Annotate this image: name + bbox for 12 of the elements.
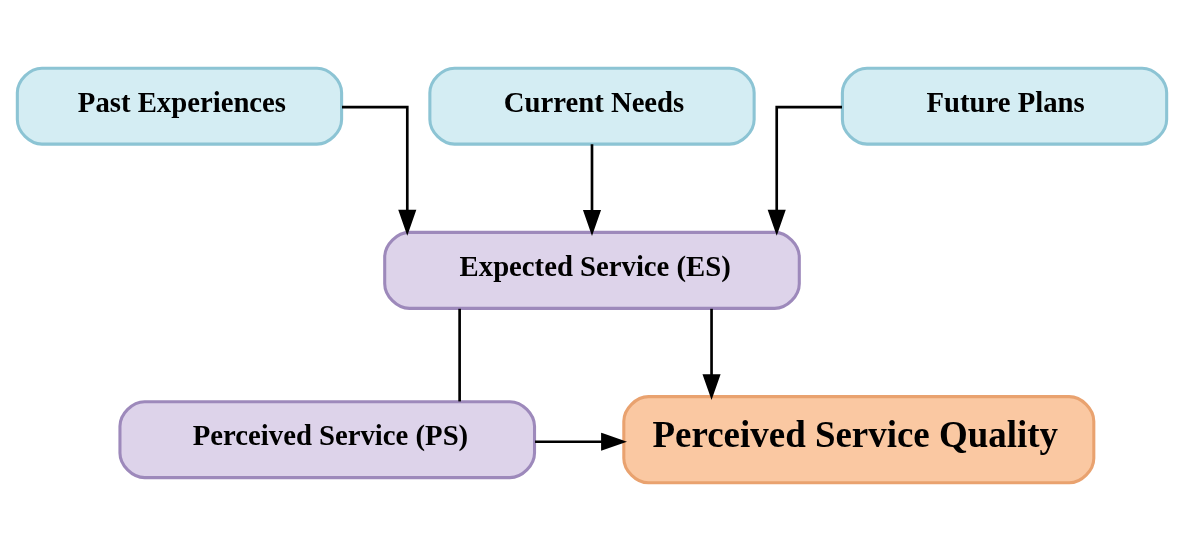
node-box: Perceived Service Quality [622, 395, 1096, 485]
node-box: Expected Service (ES) [383, 230, 801, 310]
arrow [582, 144, 602, 236]
node-box: Future Plans [840, 66, 1169, 146]
node-box: Current Needs [428, 66, 756, 146]
connector [458, 308, 461, 402]
arrow [342, 105, 417, 236]
arrow [535, 432, 627, 451]
node-box: Past Experiences [15, 66, 344, 146]
node-box: Perceived Service (PS) [118, 400, 537, 480]
arrow [702, 308, 721, 401]
arrow [767, 105, 842, 236]
